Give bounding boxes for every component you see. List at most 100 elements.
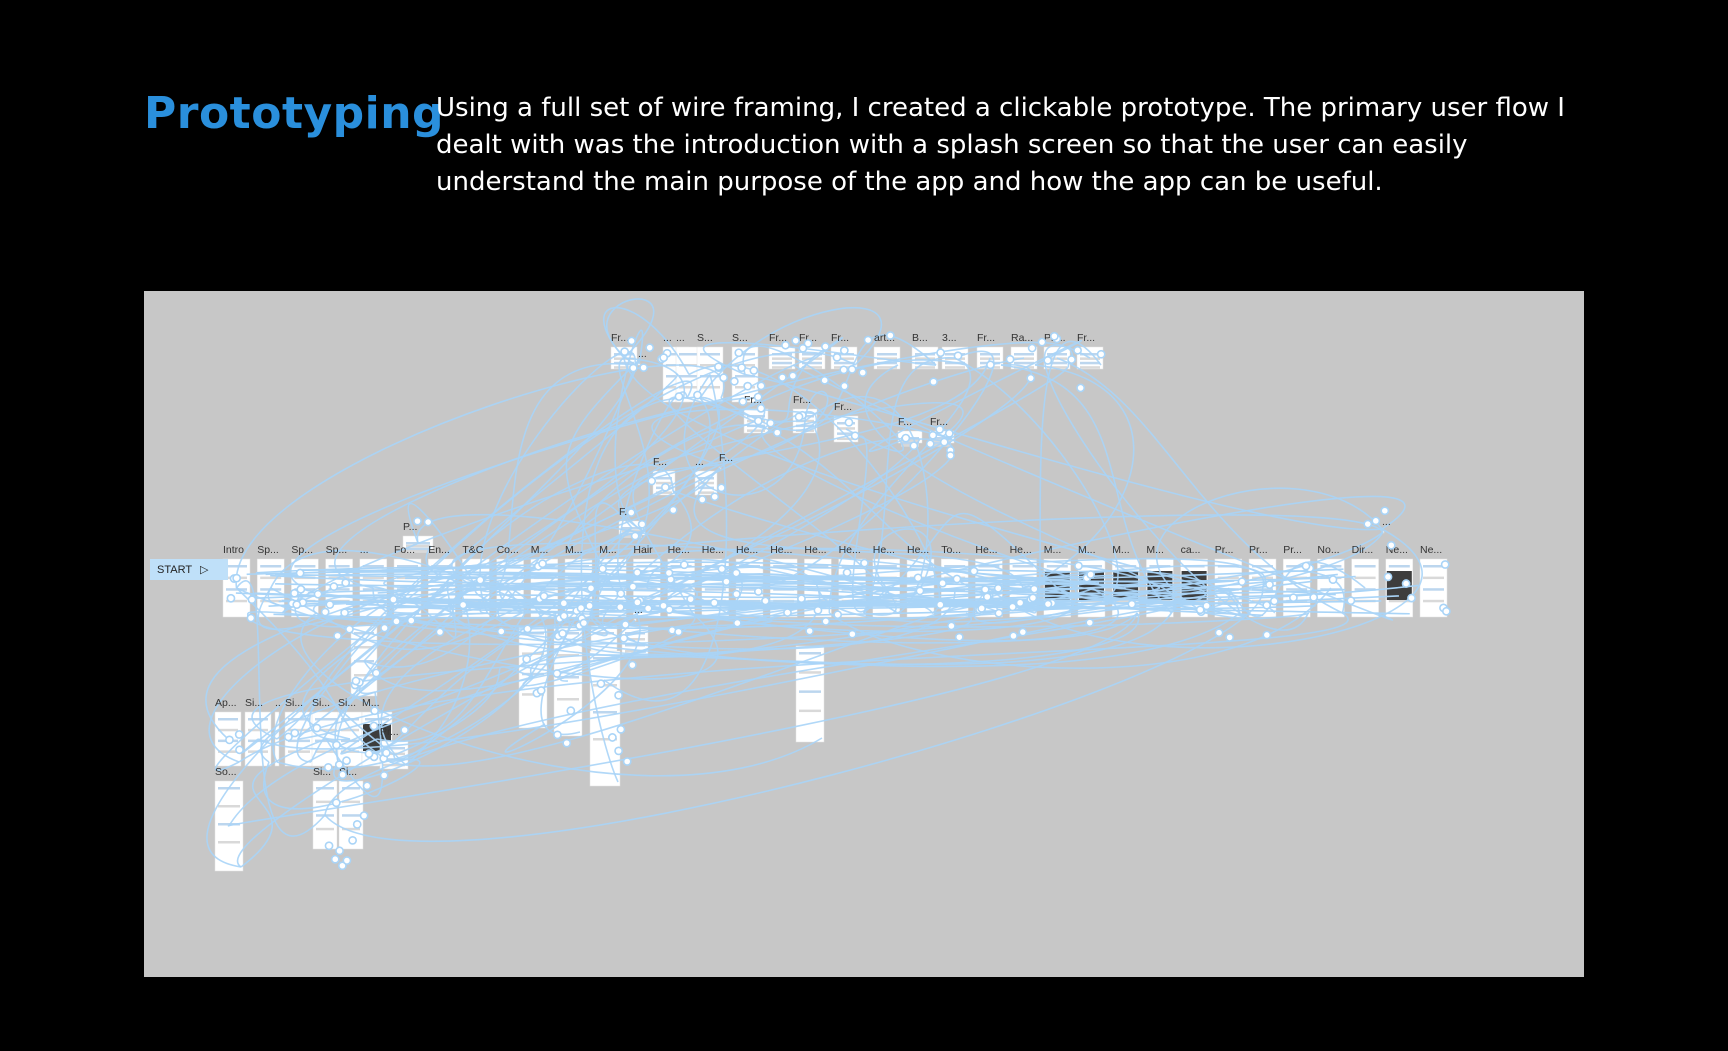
hotspot-dot <box>738 397 748 407</box>
hotspot-dot <box>729 376 739 386</box>
hotspot-dot <box>247 595 257 605</box>
hotspot-dot <box>710 492 720 502</box>
hotspot-dot <box>329 582 339 591</box>
hotspot-dot <box>312 723 322 733</box>
artboard-label: He... <box>1010 544 1032 556</box>
hotspot-dot <box>840 381 849 391</box>
wireframe-line <box>875 565 897 568</box>
hotspot-dot <box>753 392 763 402</box>
wireframe-line <box>700 353 720 356</box>
wireframe-line <box>226 565 247 568</box>
hotspot-dot <box>709 598 719 608</box>
hotspot-dot <box>371 668 381 678</box>
hotspot-dot <box>290 728 300 738</box>
wireframe-line <box>341 728 359 732</box>
artboard-label: Pr... <box>380 726 399 738</box>
hotspot-dot <box>332 740 341 750</box>
artboard-label: Fr... <box>793 394 811 406</box>
hotspot-dot <box>935 424 945 434</box>
wireframe-line <box>1286 576 1308 580</box>
artboard-label: He... <box>770 544 792 556</box>
hotspot-dot <box>969 566 979 576</box>
hotspot-dot <box>586 583 596 593</box>
hotspot-dot <box>598 564 608 574</box>
wireframe-line <box>354 674 374 677</box>
wireframe-line <box>735 375 755 378</box>
hotspot-dot <box>674 392 684 401</box>
hotspot-dot <box>435 627 445 637</box>
hotspot-dot <box>944 428 954 438</box>
wireframe-line <box>698 486 714 490</box>
hotspot-dot <box>536 686 546 695</box>
hotspot-dot <box>559 598 569 608</box>
hotspot-dot <box>743 381 753 391</box>
artboard-label: Si... <box>338 697 356 709</box>
wireframe-line <box>342 787 360 790</box>
hotspot-dot <box>952 574 962 584</box>
wireframe-line <box>1080 353 1100 356</box>
wireframe-line <box>799 652 821 655</box>
connection-link <box>672 490 1231 610</box>
wireframe-line <box>465 599 487 603</box>
wireframe-line <box>802 353 822 356</box>
hotspot-dots <box>225 331 1451 871</box>
hotspot-dot <box>626 508 636 517</box>
hotspot-dot <box>1073 345 1082 355</box>
hotspot-dot <box>292 600 302 610</box>
wireframe-line <box>901 439 919 442</box>
hotspot-dot <box>334 760 344 770</box>
hotspot-dot <box>863 335 873 345</box>
connection-link <box>343 600 1382 610</box>
hotspot-dot <box>756 403 766 413</box>
connection-link <box>601 437 921 627</box>
hotspot-dot <box>622 757 632 766</box>
wireframe-line <box>1014 353 1034 356</box>
connection-link <box>282 573 1239 606</box>
hotspot-dot <box>980 585 990 594</box>
hotspot-dot <box>925 439 935 449</box>
wireframe-line <box>1286 588 1308 591</box>
artboard-label: P... <box>403 521 417 533</box>
hotspot-dot <box>620 347 630 357</box>
hotspot-dot <box>637 519 647 529</box>
hotspot-dot <box>380 623 389 633</box>
connection-link <box>240 738 327 868</box>
hotspot-dot <box>761 596 770 606</box>
hotspot-dot <box>756 381 766 391</box>
hotspot-dot <box>1371 516 1381 526</box>
wireframe-line <box>1080 357 1100 360</box>
wireframe-line <box>700 386 720 389</box>
hotspot-dot <box>977 603 987 613</box>
artboard-label: S... <box>697 332 713 344</box>
artboard-label: Pr... <box>1215 544 1234 556</box>
hotspot-dot <box>284 732 293 742</box>
artboard-label: ... <box>676 332 685 344</box>
artboard-label: ... <box>638 348 647 360</box>
connection-link <box>683 374 806 496</box>
hotspot-dot <box>341 578 351 588</box>
hotspot-dot <box>342 756 351 766</box>
wireframe-line <box>837 437 855 441</box>
hotspot-dot <box>1195 605 1205 615</box>
connection-link <box>310 359 967 763</box>
start-button[interactable]: START ▷ <box>150 559 228 580</box>
hotspot-dot <box>406 616 416 625</box>
hotspot-dot <box>585 601 594 611</box>
wireframe-line <box>1149 565 1171 568</box>
wireframe-line <box>342 800 360 804</box>
hotspot-dot <box>1441 606 1451 616</box>
hotspot-dot <box>901 433 911 443</box>
hotspot-dot <box>392 616 401 626</box>
hotspot-dot <box>632 568 642 577</box>
artboard-label: Hair <box>633 544 653 556</box>
connection-link <box>246 571 1356 583</box>
wireframe-line <box>218 718 238 721</box>
hotspot-dot <box>833 610 843 620</box>
hotspot-dot <box>325 600 335 609</box>
wireframe-line <box>328 565 350 568</box>
hotspot-dot <box>324 841 334 851</box>
hotspot-dot <box>693 390 702 400</box>
connection-link <box>228 651 647 827</box>
artboard-label: Ne... <box>1420 544 1442 556</box>
